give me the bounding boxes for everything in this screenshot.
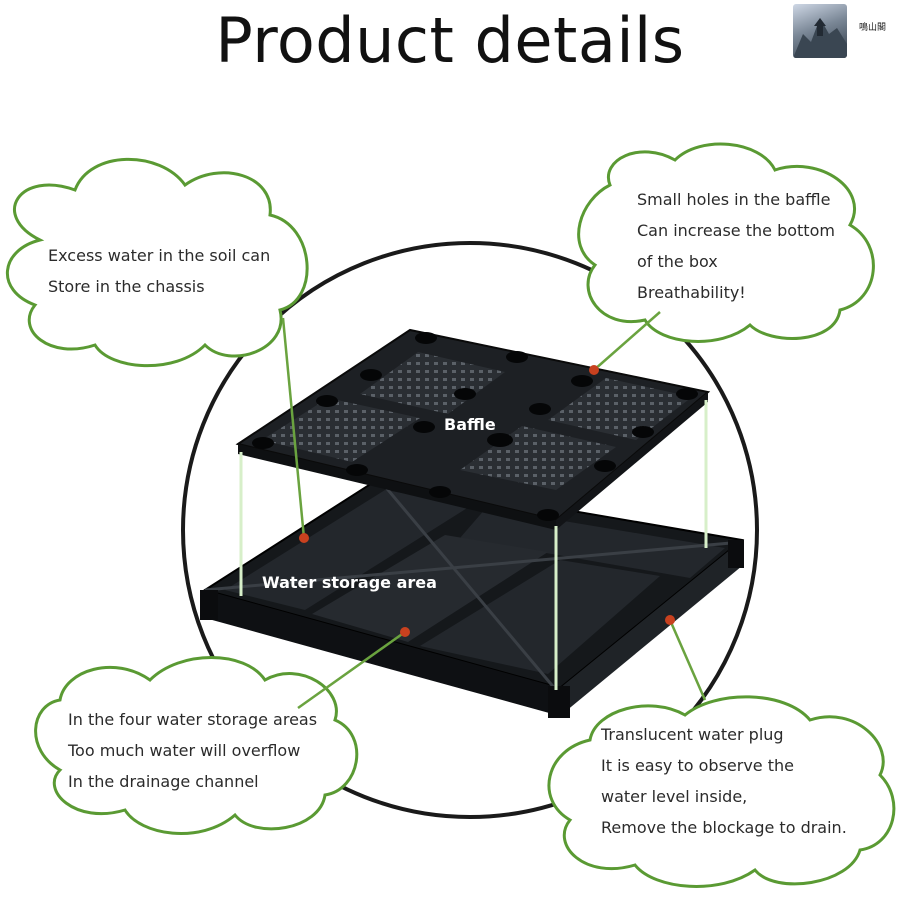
baffle-label: Baffle xyxy=(444,415,496,434)
callout-line: It is easy to observe the xyxy=(601,756,794,775)
assembly-guides xyxy=(239,400,708,690)
page-title: Product details xyxy=(215,4,685,77)
shop-name: 鳴山閣 xyxy=(859,23,887,33)
callout-bottom-left: In the four water storage areas Too much… xyxy=(68,704,317,797)
frame-circle xyxy=(181,241,759,819)
cloud-bubbles xyxy=(6,142,896,888)
water-storage-label: Water storage area xyxy=(262,573,437,592)
callout-line: Remove the blockage to drain. xyxy=(601,818,847,837)
baffle-plate xyxy=(235,328,711,530)
shop-avatar xyxy=(793,4,847,58)
callout-line: water level inside, xyxy=(601,787,748,806)
callout-line: Can increase the bottom xyxy=(637,221,835,240)
callout-line: Excess water in the soil can xyxy=(48,246,271,265)
callout-line: Store in the chassis xyxy=(48,277,205,296)
cloud-top-right xyxy=(577,142,875,343)
callout-top-left: Excess water in the soil can Store in th… xyxy=(48,240,270,302)
base-tray xyxy=(200,476,745,718)
callout-line: of the box xyxy=(637,252,718,271)
cloud-bottom-left xyxy=(34,656,359,835)
pointer-dots xyxy=(299,365,675,637)
callout-bottom-right: Translucent water plug It is easy to obs… xyxy=(601,719,847,843)
shop-badge: 鳴山閣 xyxy=(793,4,893,64)
leader-lines xyxy=(281,311,707,710)
callout-line: In the four water storage areas xyxy=(68,710,318,729)
callout-line: Too much water will overflow xyxy=(68,741,301,760)
cloud-bottom-right xyxy=(547,695,896,888)
callout-line: Small holes in the baffle xyxy=(637,190,831,209)
callout-top-right: Small holes in the baffle Can increase t… xyxy=(637,184,835,308)
callout-line: Translucent water plug xyxy=(601,725,784,744)
callout-line: In the drainage channel xyxy=(68,772,259,791)
callout-line: Breathability! xyxy=(637,283,746,302)
cloud-top-left xyxy=(6,157,309,368)
